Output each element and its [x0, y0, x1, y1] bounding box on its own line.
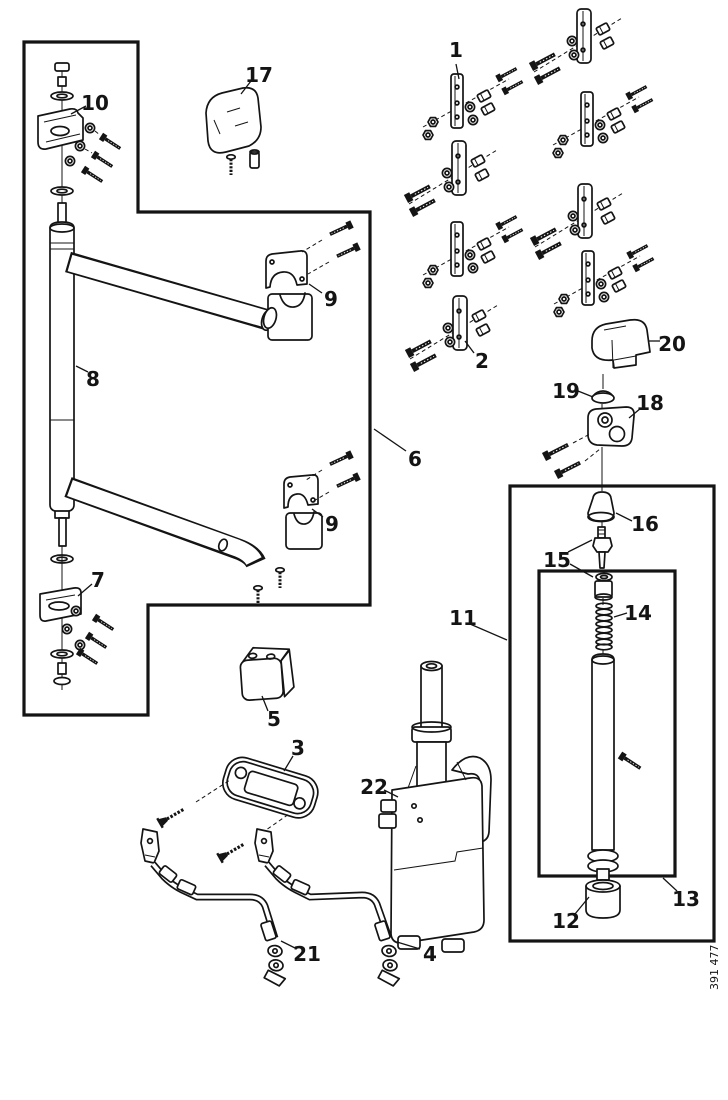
callout-14: 14	[624, 601, 652, 625]
damper-bolt	[615, 749, 645, 774]
part-14-spring	[595, 598, 613, 655]
callout-19: 19	[552, 379, 580, 403]
part-4-cable	[254, 828, 405, 988]
part-10-upper-bracket-assembly	[37, 62, 125, 203]
callout-12: 12	[552, 909, 580, 933]
cluster-L1	[423, 65, 524, 139]
cluster-R4	[554, 242, 655, 316]
frame-damper-outer	[508, 484, 716, 943]
callout-22: 22	[360, 775, 388, 799]
part-21-cable	[140, 828, 291, 988]
callout-labels: 1 2 3 4 5 6 7 8 9 9 10 11 12 13 14 15 16…	[81, 38, 700, 966]
callout-9b: 9	[325, 512, 339, 536]
callout-16: 16	[631, 512, 659, 536]
part-17-cap	[205, 86, 262, 177]
callout-21: 21	[293, 942, 321, 966]
leader-lines	[70, 63, 678, 950]
part-7-lower-bracket-assembly	[39, 510, 118, 690]
cluster-L2	[404, 141, 497, 217]
upper-tube	[65, 251, 276, 332]
callout-2: 2	[475, 349, 489, 373]
callout-8: 8	[86, 367, 100, 391]
lower-tube	[64, 477, 266, 568]
part-9-upper-clamp	[262, 218, 363, 341]
part-22-actuator	[378, 660, 492, 953]
part-9-lower-clamp	[283, 448, 363, 550]
callout-6: 6	[408, 447, 422, 471]
cluster-R3	[530, 184, 623, 260]
callout-9a: 9	[324, 287, 338, 311]
cluster-R2	[553, 83, 654, 157]
part-20-cap	[591, 318, 651, 389]
callout-15: 15	[543, 548, 571, 572]
part-16-cone-bushing	[587, 491, 615, 523]
callout-11: 11	[449, 606, 477, 630]
part-1-2-hardware-clusters	[404, 9, 655, 372]
frame-left-assembly	[22, 40, 372, 717]
callout-1: 1	[449, 38, 463, 62]
part-8-cylinder	[49, 202, 75, 513]
callout-5: 5	[267, 707, 281, 731]
callout-10: 10	[81, 91, 109, 115]
callout-7: 7	[91, 568, 105, 592]
part-18-pivot-housing	[539, 404, 635, 491]
part-5-bumper	[239, 566, 295, 701]
callout-20: 20	[658, 332, 686, 356]
figure-code: 391 477	[708, 945, 721, 991]
part-19-disc	[591, 390, 615, 404]
callout-13: 13	[672, 887, 700, 911]
callout-4: 4	[423, 942, 437, 966]
part-12-cup	[585, 879, 621, 919]
cluster-L3	[423, 213, 524, 287]
callout-17: 17	[245, 63, 273, 87]
part-3-plate	[155, 756, 319, 865]
callout-3: 3	[291, 736, 305, 760]
damper-tube	[587, 653, 645, 884]
cluster-R1	[529, 9, 622, 85]
callout-18: 18	[636, 391, 664, 415]
part-15-stud-and-sleeve	[592, 521, 613, 601]
